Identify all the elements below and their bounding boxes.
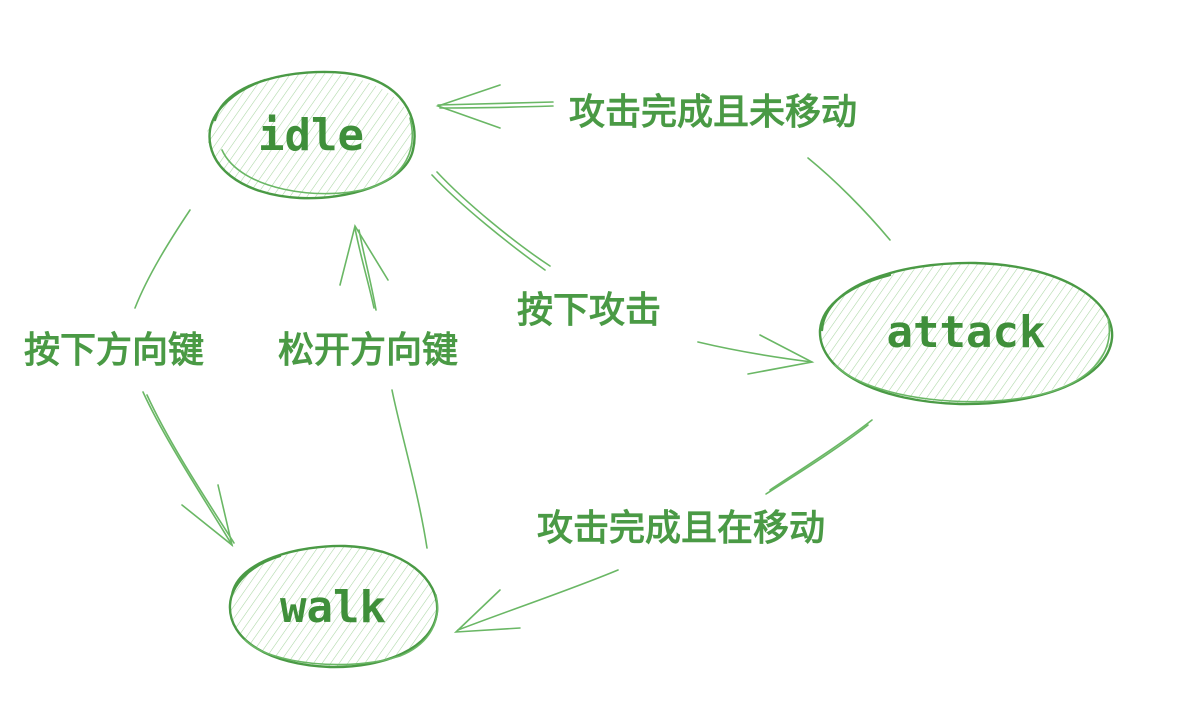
state-attack-outline-echo	[834, 317, 1111, 403]
state-attack-label: attack	[887, 307, 1046, 358]
state-walk-outline	[228, 544, 439, 669]
edge-attack-to-walk-arrowhead	[453, 589, 521, 633]
edge-attack-to-idle-label: 攻击完成且未移动	[569, 92, 857, 133]
edge-attack-to-idle: 攻击完成且未移动	[435, 84, 891, 241]
state-walk: walk	[228, 544, 439, 669]
state-attack-fill	[819, 263, 1113, 403]
edge-idle-to-attack-arrowhead	[747, 334, 815, 375]
edge-attack-to-walk-label: 攻击完成且在移动	[537, 508, 825, 549]
state-attack: attack	[818, 261, 1114, 406]
edge-attack-to-idle-arrowhead	[435, 84, 501, 129]
state-attack-outline	[818, 261, 1114, 406]
edge-walk-to-idle-line-bottom	[391, 389, 428, 549]
edge-idle-to-walk-label: 按下方向键	[24, 330, 204, 371]
state-walk-fill	[229, 546, 437, 668]
edge-attack-to-idle-line-right	[807, 157, 891, 241]
edge-idle-to-walk-line-bottom	[142, 391, 233, 546]
edge-idle-to-attack: 按下攻击	[431, 171, 815, 375]
edge-attack-to-walk: 攻击完成且在移动	[453, 419, 873, 633]
edge-idle-to-attack-line-bottom	[697, 341, 813, 363]
edge-idle-to-walk-line-top	[134, 209, 191, 309]
edge-attack-to-idle-line-left	[437, 101, 554, 106]
edge-walk-to-idle-label: 松开方向键	[278, 330, 458, 371]
edge-attack-to-walk-line-top	[769, 419, 873, 491]
state-walk-outline-echo	[244, 594, 439, 666]
edge-walk-to-idle-line-top	[354, 227, 375, 309]
edge-attack-to-walk-line-top-echo	[765, 424, 869, 495]
edge-idle-to-attack-label: 按下攻击	[517, 290, 661, 331]
edge-idle-to-walk: 按下方向键	[24, 209, 235, 548]
state-idle-label: idle	[258, 110, 364, 161]
edge-walk-to-idle-arrowhead	[339, 223, 389, 286]
edge-idle-to-walk-arrowhead	[181, 484, 234, 548]
state-idle-outline-echo	[221, 117, 414, 195]
edge-attack-to-idle-line-left-echo	[439, 105, 554, 109]
state-idle-fill	[207, 72, 415, 198]
state-idle: idle	[207, 70, 416, 200]
edge-walk-to-idle-line-top-echo	[358, 229, 377, 311]
edge-idle-to-attack-line-top-echo	[436, 171, 551, 267]
edge-walk-to-idle: 松开方向键	[278, 223, 458, 549]
edge-attack-to-walk-line-bottom	[457, 569, 619, 631]
edge-idle-to-walk-line-bottom-echo	[146, 394, 235, 544]
state-walk-label: walk	[280, 582, 386, 633]
edge-idle-to-attack-line-top	[431, 174, 546, 271]
